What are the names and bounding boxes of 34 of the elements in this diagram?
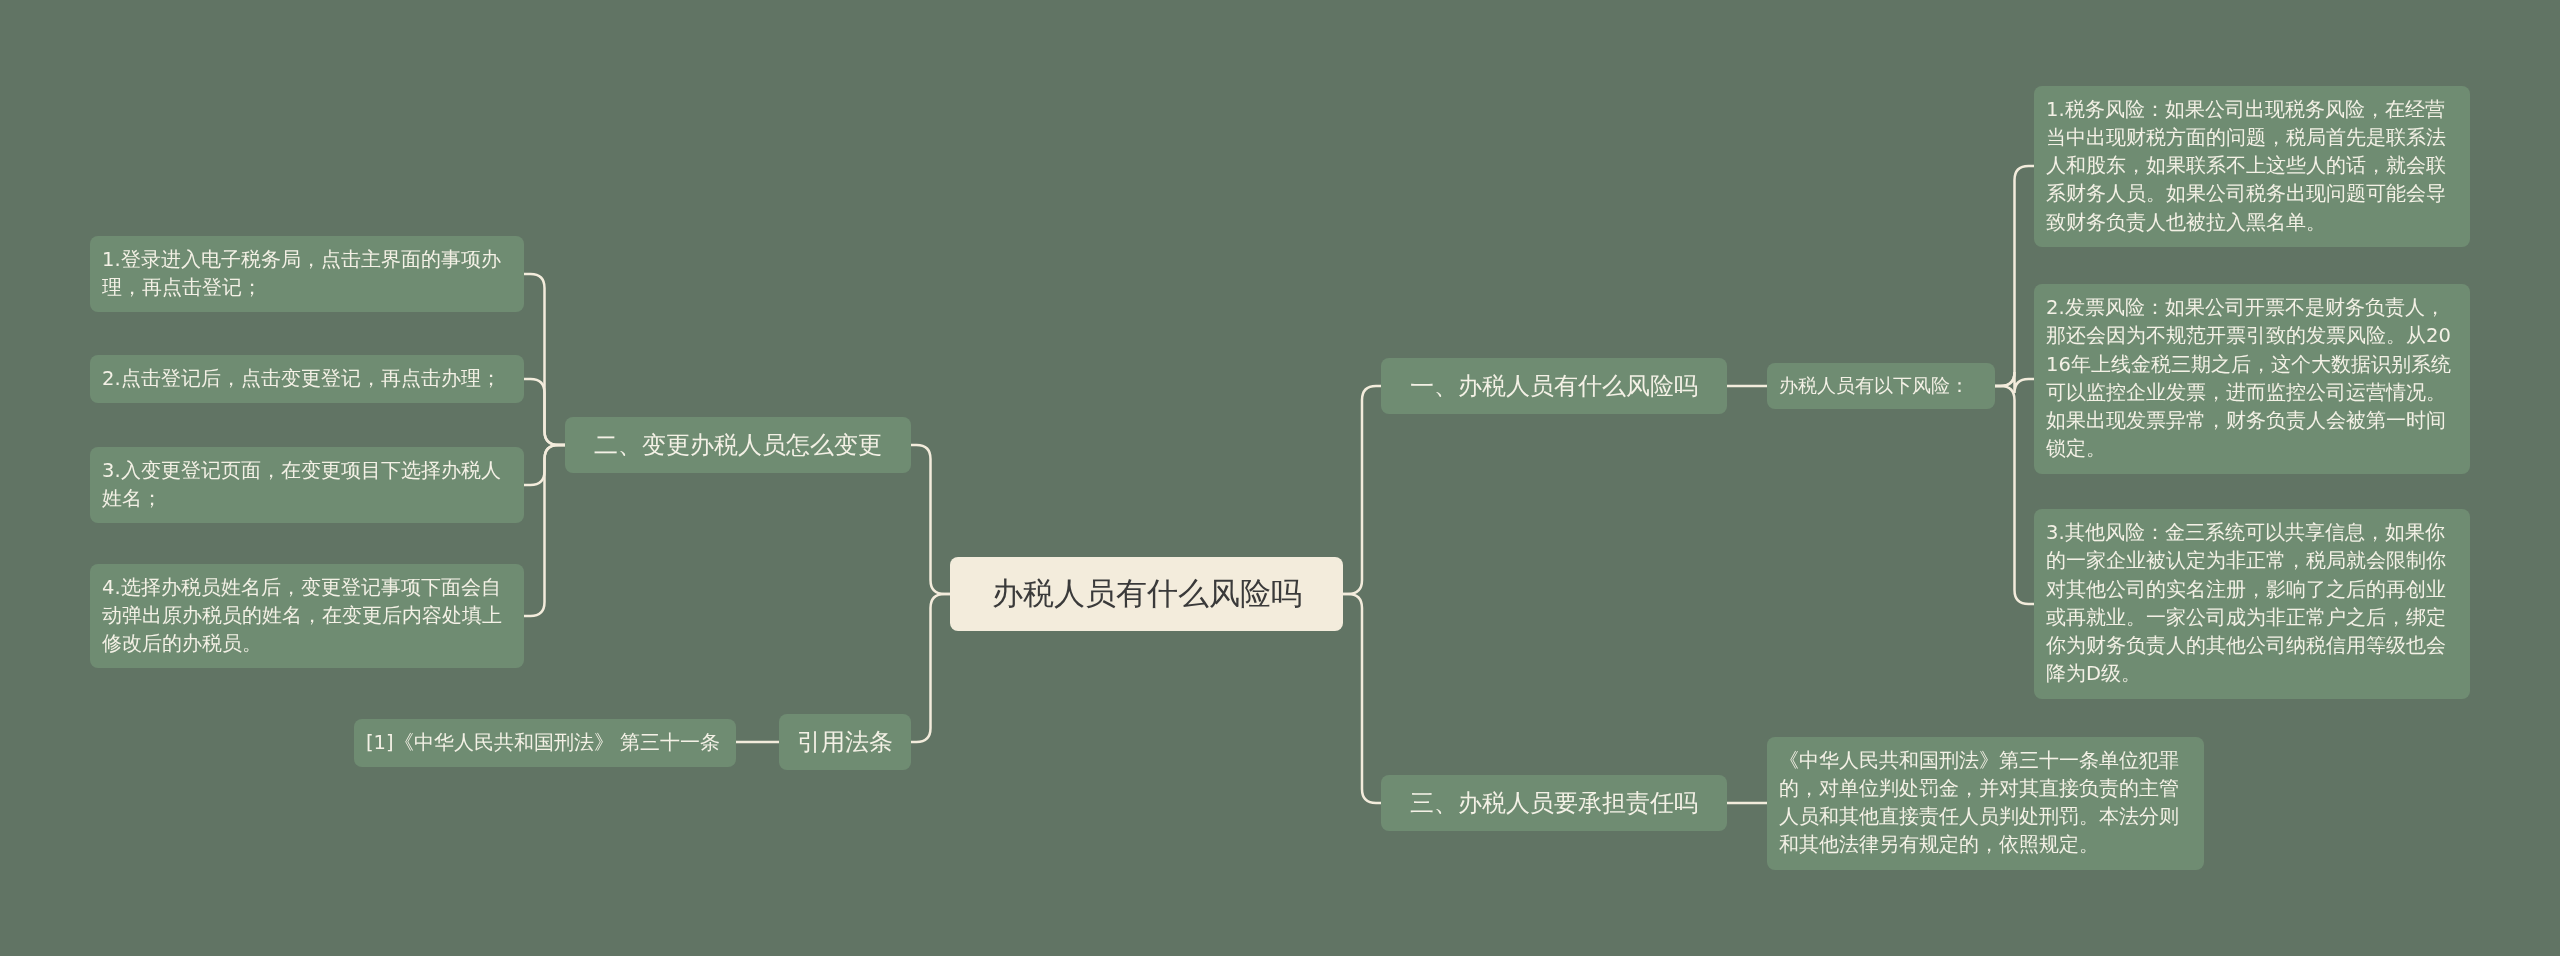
connector-line [736, 740, 779, 744]
note-box [90, 355, 524, 404]
topic-text: 二、变更办税人员怎么变更 [593, 430, 883, 461]
topic-text: 3.其他风险：金三系统可以共享信息，如果你的一家企业被认定为非正常，税局就会限制你对其他公司的实名注册，影响了之后的再创业或再就业。一家公司成为非正常户之后，绑定你为财务负责人的其他公司纳税信用等级也会降为D级。 [2046, 520, 2447, 688]
branch-topic [565, 417, 911, 473]
topic-text: [1]《中华人民共和国刑法》 第三十一条 [366, 730, 721, 756]
connector-line [1727, 801, 1767, 805]
topic-text: 办税人员有以下风险： [1779, 373, 1970, 398]
topic-text: 1.登录进入电子税务局，点击主界面的事项办理，再点击登记； [102, 246, 502, 301]
branch-topic [779, 714, 911, 770]
topic-text: 2.发票风险：如果公司开票不是财务负责人，那还会因为不规范开票引致的发票风险。从2016年上线金税三期之后，这个大数据识别系统可以监控企业发票，进而监控公司运营情况。如果出现发票异常，财务负责人会被第一时间锁定。 [2046, 295, 2452, 463]
note-box [90, 446, 524, 524]
note-box [2034, 284, 2470, 474]
subtopic-box [1767, 363, 1995, 409]
note-box [2034, 85, 2470, 247]
topic-text: 引用法条 [796, 727, 894, 758]
topic-text: 一、办税人员有什么风险吗 [1409, 371, 1699, 402]
branch-topic [1381, 358, 1727, 414]
branch-topic [1381, 775, 1727, 831]
topic-text: 3.入变更登记页面，在变更项目下选择办税人姓名； [102, 457, 502, 512]
topic-text: 4.选择办税员姓名后，变更登记事项下面会自动弹出原办税员的姓名，在变更后内容处填上修改后的办税员。 [102, 574, 503, 658]
central-topic [950, 557, 1343, 631]
connector-line [1727, 384, 1767, 388]
note-box [90, 563, 524, 669]
note-box [2034, 509, 2470, 699]
topic-text: 三、办税人员要承担责任吗 [1409, 788, 1699, 819]
topic-text: 2.点击登记后，点击变更登记，再点击办理； [102, 366, 502, 392]
topic-text: 办税人员有什么风险吗 [990, 574, 1303, 613]
note-box [354, 719, 736, 768]
connector-line [524, 443, 565, 618]
note-box [1767, 736, 2204, 870]
note-box [90, 235, 524, 313]
topic-text: 1.税务风险：如果公司出现税务风险，在经营当中出现财税方面的问题，税局首先是联系法人和股东，如果联系不上这些人的话，就会联系财务人员。如果公司税务出现问题可能会导致财务负责人也被拉入黑名单。 [2046, 96, 2447, 236]
topic-text: 《中华人民共和国刑法》第三十一条单位犯罪的，对单位判处罚金，并对其直接负责的主管人员和其他直接责任人员判处刑罚。本法分则和其他法律另有规定的，依照规定。 [1779, 747, 2180, 859]
